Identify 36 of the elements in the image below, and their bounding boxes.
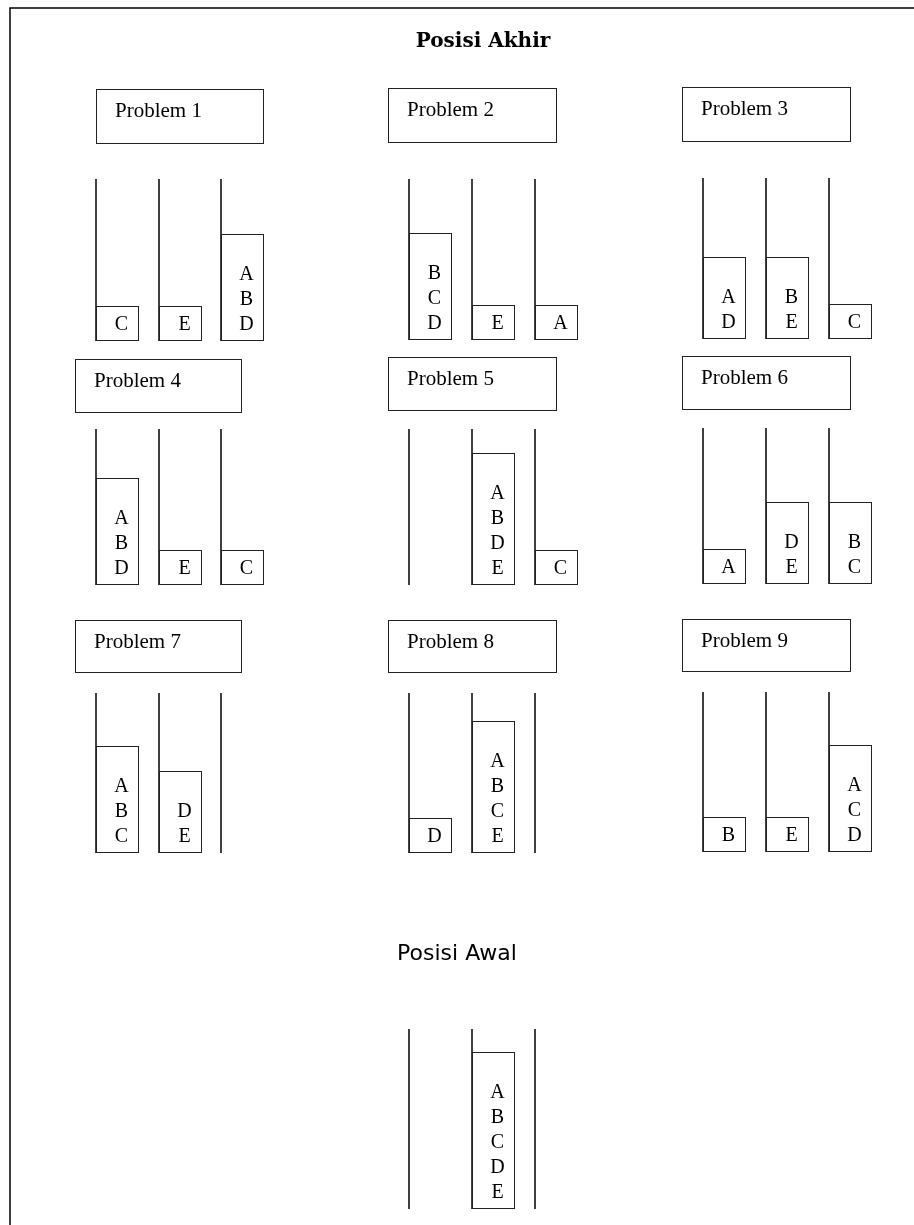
diagram-title: Posisi Akhir [415,28,551,52]
block-stack: B C D [409,233,452,340]
block-stack: B E [766,257,809,339]
block-stack: A B D [96,478,139,585]
block-stack: A B C D E [472,1052,515,1209]
block-stack: D E [159,771,202,853]
block-stack: C [221,550,264,585]
block-stack: C [535,550,578,585]
block-stack: C [829,304,872,339]
block-stack: E [159,306,202,341]
block-stack: A D [703,257,746,339]
block-stack: E [159,550,202,585]
block-stack: B [703,817,746,852]
block-stack: A C D [829,745,872,852]
block-stack: A [703,549,746,584]
block-stack: B C [829,502,872,584]
block-stack: A B D [221,234,264,341]
problem-label-box: Problem 9 [682,619,851,672]
block-stack: A B D E [472,453,515,585]
problem-label-box: Problem 7 [75,620,242,673]
problem-label-box: Problem 8 [388,620,557,673]
problem-label-box: Problem 5 [388,357,557,411]
block-stack: C [96,306,139,341]
block-stack: A B C E [472,721,515,853]
problem-label-box: Problem 2 [388,88,557,143]
block-stack: A B C [96,746,139,853]
block-stack: E [766,817,809,852]
section-heading: Posisi Awal [397,940,517,965]
problem-label-box: Problem 4 [75,359,242,413]
block-stack: D E [766,502,809,584]
block-stack: E [472,305,515,340]
block-stack: A [535,305,578,340]
problem-label-box: Problem 6 [682,356,851,410]
problem-label-box: Problem 1 [96,89,264,144]
block-stack: D [409,818,452,853]
problem-label-box: Problem 3 [682,87,851,142]
